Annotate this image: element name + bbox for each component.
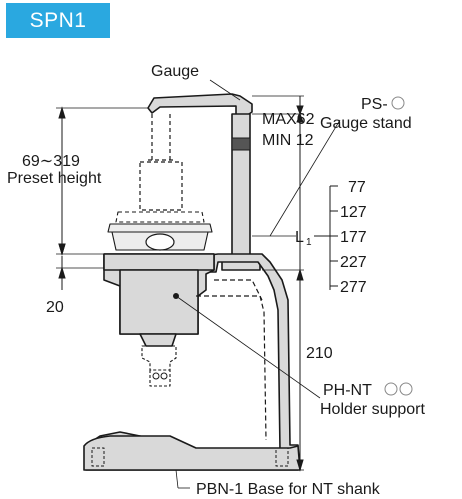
min-label: MIN 12 [262, 132, 314, 149]
l1-value-4: 277 [340, 279, 367, 296]
holder-block [119, 269, 199, 335]
ph-nt-option-circle-1 [384, 382, 398, 396]
gauge-stand-label: Gauge stand [320, 115, 412, 132]
dim-20-label: 20 [46, 299, 64, 316]
l1-value-0: 77 [348, 179, 366, 196]
preset-height-label: Preset height [7, 170, 102, 187]
max-label: MAX62 [262, 111, 315, 128]
holder-support-label: Holder support [320, 401, 426, 418]
base-label: PBN-1 Base for NT shank [196, 481, 381, 498]
ps-label: PS- [361, 96, 388, 113]
l1-value-1: 127 [340, 204, 367, 221]
tool-cone-ellipse [145, 233, 175, 251]
dim-210-label: 210 [306, 345, 333, 362]
holder-nose [139, 333, 177, 347]
l1-subscript: 1 [306, 237, 312, 248]
base-plate [83, 435, 301, 471]
ps-option-circle [391, 96, 405, 110]
ph-nt-label: PH-NT [323, 382, 372, 399]
gauge-stand-post [231, 113, 251, 270]
l1-value-2: 177 [340, 229, 367, 246]
holder-top-plate [103, 253, 215, 271]
tool-shank-dashed [139, 114, 183, 211]
gauge-stand-knurl [231, 137, 251, 151]
title-badge: SPN1 [6, 3, 110, 38]
gauge-label: Gauge [151, 63, 199, 80]
l1-label: L [295, 229, 304, 246]
l1-value-3: 227 [340, 254, 367, 271]
ph-nt-option-circle-2 [399, 382, 413, 396]
preset-value-label: 69∼319 [22, 153, 80, 170]
